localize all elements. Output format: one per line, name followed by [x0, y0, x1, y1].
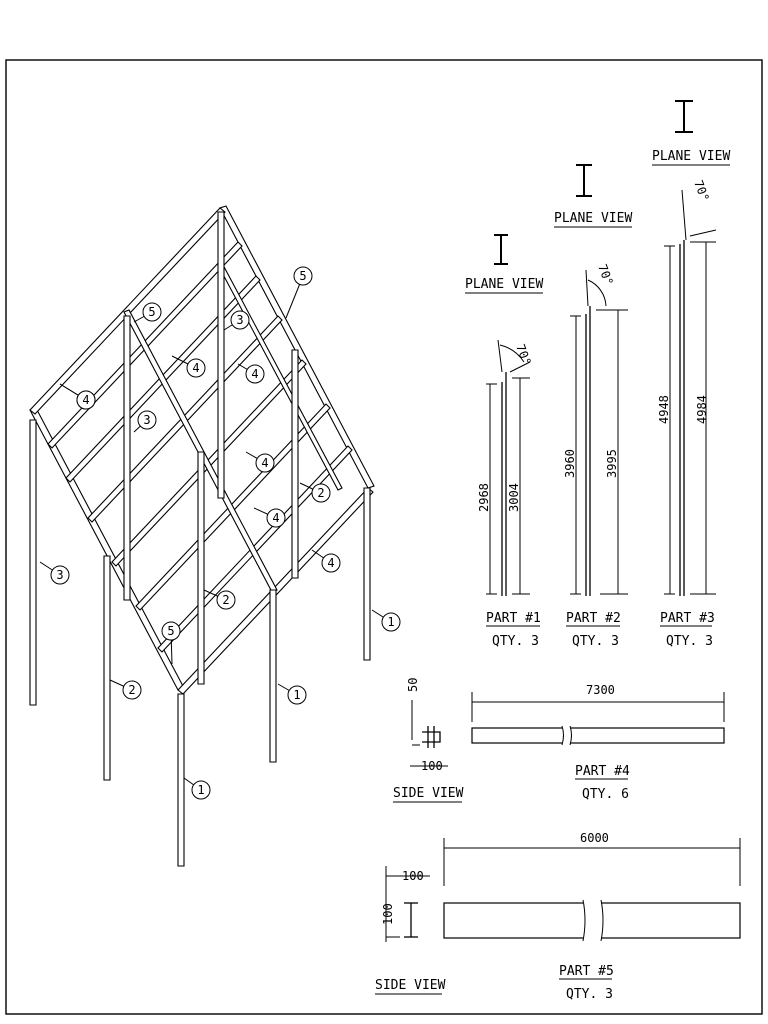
part-5-side-view: SIDE VIEW: [375, 978, 446, 993]
part-2-view-label: PLANE VIEW: [554, 211, 632, 226]
part-2-qty: QTY. 3: [572, 634, 619, 649]
balloon-label: 2: [222, 593, 229, 607]
part-3-dim-short: 4948: [657, 395, 671, 424]
balloon-5: 5: [161, 621, 181, 665]
roof-beams: [29, 205, 375, 695]
balloon-1: 1: [277, 683, 307, 705]
part-4-qty: QTY. 6: [582, 787, 629, 802]
part-1-qty: QTY. 3: [492, 634, 539, 649]
balloon-label: 4: [261, 456, 268, 470]
columns: [29, 211, 371, 867]
balloon-3: 3: [133, 410, 157, 433]
balloon-label: 5: [299, 269, 306, 283]
balloon-circle: [230, 310, 250, 330]
balloon-circle: [255, 453, 275, 473]
part-4-detail: 50 100 SIDE VIEW 7300 PART #4 QTY. 6: [393, 678, 725, 803]
part-1-dim-short: 2968: [477, 483, 491, 512]
balloon-circle: [50, 565, 70, 585]
sheet-border: [5, 59, 763, 1015]
balloon-5: 5: [133, 302, 162, 323]
balloon-5: 5: [285, 266, 313, 319]
part-2-dim-long: 3995: [605, 449, 619, 478]
balloon-circle: [216, 590, 236, 610]
part-1-angle: 70°: [513, 342, 534, 367]
part-2-angle: 70°: [595, 262, 616, 287]
balloon-label: 1: [293, 688, 300, 702]
balloon-circle: [191, 780, 211, 800]
balloon-circle: [311, 483, 331, 503]
balloon-1: 1: [183, 777, 211, 800]
balloon-4: 4: [311, 549, 341, 573]
balloon-4: 4: [253, 507, 286, 528]
balloon-4: 4: [237, 363, 265, 384]
part-5-length: 6000: [580, 831, 609, 845]
part-5-name: PART #5: [559, 964, 614, 979]
balloon-label: 3: [143, 413, 150, 427]
part-2-name: PART #2: [566, 611, 621, 626]
part-4-name: PART #4: [575, 764, 630, 779]
part-4-section-w: 100: [421, 759, 443, 773]
balloon-circle: [122, 680, 142, 700]
part-2-detail: PLANE VIEW 70° 3960 3995 PART #2 QTY. 3: [554, 164, 632, 649]
balloon-label: 1: [387, 615, 394, 629]
balloon-circle: [245, 364, 265, 384]
balloon-2: 2: [109, 679, 142, 700]
part-3-dim-long: 4984: [695, 395, 709, 424]
balloon-circle: [142, 302, 162, 322]
part-1-detail: PLANE VIEW 70° 2968 3004 PART #1 QTY. 3: [465, 234, 543, 649]
balloon-circle: [293, 266, 313, 286]
part-4-side-view: SIDE VIEW: [393, 786, 464, 801]
balloon-3: 3: [39, 561, 70, 585]
part-3-detail: PLANE VIEW 70° 4948 4984 PART #3 QTY. 3: [652, 100, 730, 649]
isometric-frame-view: 5534443442435224111: [29, 205, 401, 867]
iso-balloons: 5534443442435224111: [39, 266, 401, 800]
balloon-2: 2: [203, 589, 236, 610]
balloon-label: 5: [148, 305, 155, 319]
part-3-qty: QTY. 3: [666, 634, 713, 649]
balloon-label: 3: [236, 313, 243, 327]
balloon-label: 5: [167, 624, 174, 638]
part-5-detail: 100 100 SIDE VIEW 6000 PART #5 QTY. 3: [375, 831, 741, 1002]
balloon-label: 2: [317, 486, 324, 500]
part-4-length: 7300: [586, 683, 615, 697]
part-5-qty: QTY. 3: [566, 987, 613, 1002]
balloon-label: 4: [82, 393, 89, 407]
balloon-circle: [137, 410, 157, 430]
balloon-label: 4: [192, 361, 199, 375]
balloon-label: 1: [197, 783, 204, 797]
part-1-dim-long: 3004: [507, 483, 521, 512]
balloon-circle: [161, 621, 181, 641]
part-2-dim-short: 3960: [563, 449, 577, 478]
balloon-label: 4: [272, 511, 279, 525]
part-5-section-h: 100: [381, 903, 395, 925]
balloon-3: 3: [223, 310, 250, 331]
part-3-view-label: PLANE VIEW: [652, 149, 730, 164]
balloon-label: 4: [327, 556, 334, 570]
part-4-section-h: 50: [406, 678, 420, 692]
balloon-4: 4: [245, 451, 275, 473]
balloon-2: 2: [299, 482, 331, 503]
balloon-1: 1: [371, 609, 401, 632]
balloon-circle: [321, 553, 341, 573]
balloon-4: 4: [171, 355, 206, 378]
balloon-circle: [186, 358, 206, 378]
balloon-circle: [287, 685, 307, 705]
part-1-name: PART #1: [486, 611, 541, 626]
part-1-view-label: PLANE VIEW: [465, 277, 543, 292]
balloon-circle: [381, 612, 401, 632]
part-3-name: PART #3: [660, 611, 715, 626]
balloon-label: 4: [251, 367, 258, 381]
balloon-circle: [76, 390, 96, 410]
balloon-4: 4: [59, 383, 96, 410]
balloon-label: 3: [56, 568, 63, 582]
part-3-angle: 70°: [691, 178, 712, 203]
balloon-circle: [266, 508, 286, 528]
balloon-label: 2: [128, 683, 135, 697]
